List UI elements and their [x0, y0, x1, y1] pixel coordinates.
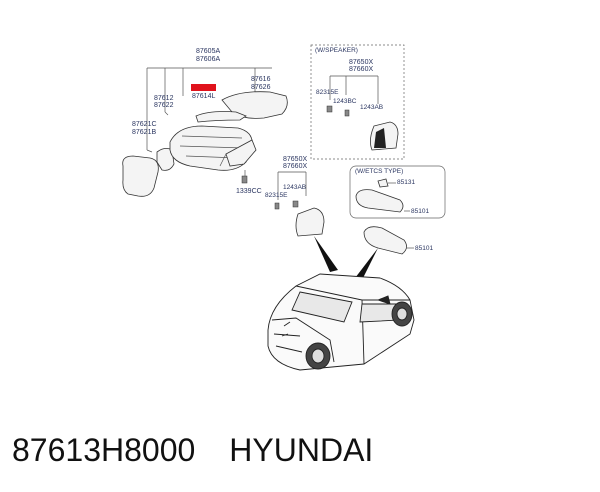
label-87621c: 87621C [132, 121, 157, 128]
label-85101: 85101 [415, 245, 433, 252]
speaker-dashed-box [310, 44, 405, 160]
label-87616: 87616 [251, 76, 271, 83]
mirror-holder [156, 148, 175, 171]
label-82315e-speaker: 82315E [316, 89, 339, 96]
highlight-box [191, 84, 216, 91]
label-85131: 85131 [397, 179, 415, 186]
label-87660x-speaker: 87660X [349, 66, 373, 73]
mid-screw-b [292, 200, 299, 208]
etcs-title: (W/ETCS TYPE) [355, 168, 403, 175]
label-1243ab-speaker: 1243AB [360, 104, 383, 111]
parts-diagram: 87605A 87606A 87616 87626 87612 87622 87… [122, 44, 446, 371]
speaker-clip [326, 105, 333, 113]
speaker-screw [344, 109, 350, 117]
speaker-variant-group: (W/SPEAKER) 87650X 87660X 82315E 1243BC … [310, 44, 405, 160]
label-85101-etcs: 85101 [411, 208, 429, 215]
etcs-box [349, 165, 446, 219]
screw-1339cc [241, 170, 248, 184]
pointer-arrow-left [314, 236, 338, 272]
mirror-base [225, 139, 257, 167]
speaker-title: (W/SPEAKER) [315, 47, 358, 54]
car-illustration [267, 273, 415, 371]
label-87660x: 87660X [283, 163, 307, 170]
inside-mirror-cover [295, 207, 325, 237]
label-87626: 87626 [251, 84, 271, 91]
label-87605a: 87605A [196, 48, 220, 55]
label-87650x-speaker: 87650X [349, 59, 373, 66]
label-87650x: 87650X [283, 156, 307, 163]
pointer-arrow-right [352, 248, 378, 284]
label-87606a: 87606A [196, 56, 220, 63]
inside-mirror-group: 87650X 87660X 1243AB 82315E [265, 156, 338, 272]
label-82315e: 82315E [265, 192, 288, 199]
label-87614l: 87614L [192, 93, 215, 100]
label-1243ab: 1243AB [283, 184, 306, 191]
side-repeater-lamp [195, 111, 247, 123]
brand-name: HYUNDAI [229, 431, 374, 468]
label-87612: 87612 [154, 95, 174, 102]
etcs-sensor [377, 178, 389, 188]
room-mirror [363, 226, 407, 255]
mirror-glass [122, 155, 159, 197]
label-1339cc: 1339CC [236, 188, 262, 195]
outside-mirror-group: 87605A 87606A 87616 87626 87612 87622 87… [122, 48, 288, 197]
etcs-room-mirror [355, 189, 404, 213]
car-mirror-marker [376, 295, 391, 305]
label-87621b: 87621B [132, 129, 156, 136]
etcs-variant-group: (W/ETCS TYPE) 85131 85101 [349, 165, 446, 219]
room-mirror-group: 85101 [352, 226, 433, 284]
mid-screw-a [274, 202, 280, 210]
footer: 87613H8000 HYUNDAI [0, 425, 600, 475]
part-number: 87613H8000 [12, 431, 196, 468]
label-87622: 87622 [154, 102, 174, 109]
label-1243bc-speaker: 1243BC [333, 98, 357, 105]
